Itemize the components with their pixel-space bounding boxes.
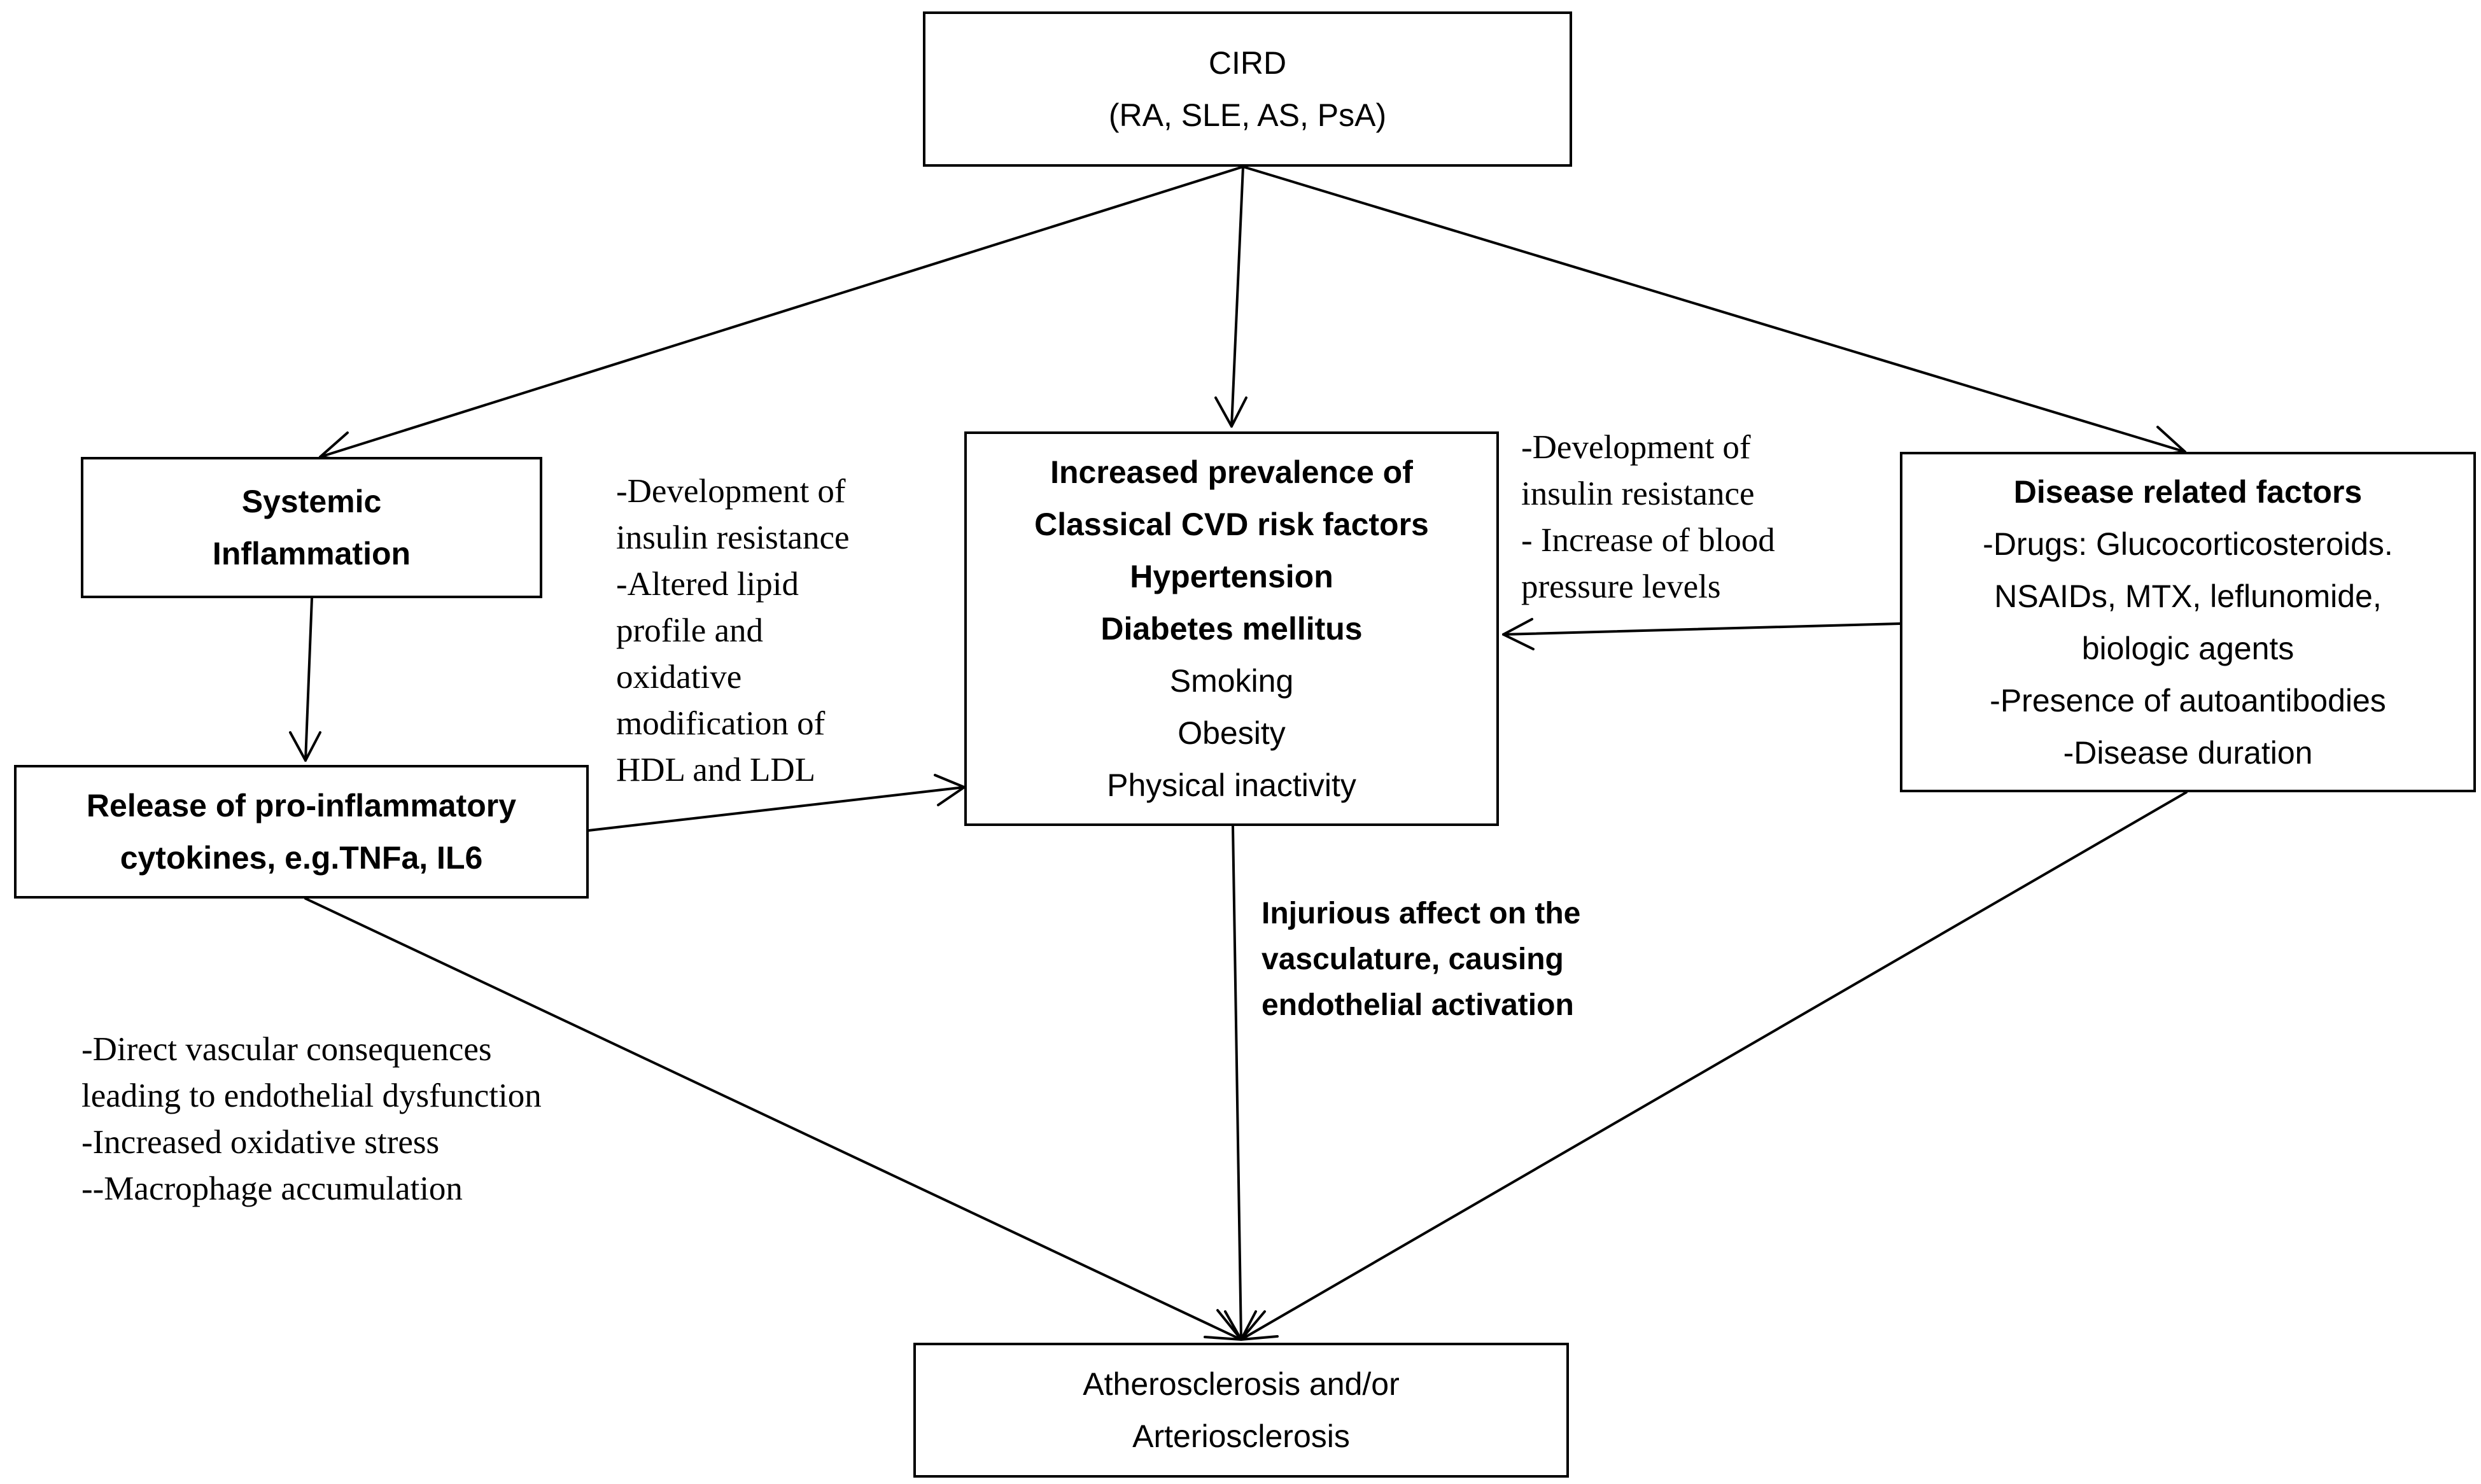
label-classical-to-athero: Injurious affect on the vasculature, cau… xyxy=(1262,891,1580,1028)
pro-inflammatory-cytokines-node: Release of pro-inflammatory cytokines, e… xyxy=(14,765,589,899)
classical-item-hypertension: Hypertension xyxy=(1130,559,1333,594)
cird-node: CIRD (RA, SLE, AS, PsA) xyxy=(923,11,1572,167)
label-line: -Direct vascular consequences xyxy=(81,1031,492,1068)
disease-item-drugs: -Drugs: Glucocorticosteroids. xyxy=(1983,526,2393,562)
disease-related-factors-node: Disease related factors -Drugs: Glucocor… xyxy=(1900,452,2476,792)
athero-line-2: Arteriosclerosis xyxy=(1132,1418,1350,1454)
atherosclerosis-node: Atherosclerosis and/or Arteriosclerosis xyxy=(913,1343,1569,1478)
cird-diseases: (RA, SLE, AS, PsA) xyxy=(1108,97,1387,133)
label-line: endothelial activation xyxy=(1262,988,1574,1022)
label-line: HDL and LDL xyxy=(616,752,816,788)
label-line: insulin resistance xyxy=(1521,475,1755,512)
arrow-cird-to-systemic xyxy=(319,165,1244,463)
label-line: -Increased oxidative stress xyxy=(81,1124,440,1161)
classical-item-smoking: Smoking xyxy=(1169,663,1294,699)
label-line: leading to endothelial dysfunction xyxy=(81,1077,542,1114)
cytokines-line-2: cytokines, e.g.TNFa, IL6 xyxy=(120,840,483,876)
label-line: - Increase of blood xyxy=(1521,522,1775,559)
disease-title: Disease related factors xyxy=(2013,473,2363,510)
arrow-cird-to-disease xyxy=(1242,165,2186,457)
arrow-classical-to-athero xyxy=(1224,825,1257,1341)
label-line: pressure levels xyxy=(1521,568,1721,605)
label-line: -Altered lipid xyxy=(616,566,799,603)
disease-item-drug-list: NSAIDs, MTX, leflunomide, xyxy=(1994,578,2382,614)
disease-item-duration: -Disease duration xyxy=(2063,734,2313,771)
systemic-inflammation-node: Systemic Inflammation xyxy=(81,457,542,598)
cird-title: CIRD xyxy=(1208,45,1287,81)
arrow-disease-to-athero xyxy=(1240,791,2188,1341)
athero-line-1: Atherosclerosis and/or xyxy=(1083,1366,1400,1402)
label-line: insulin resistance xyxy=(616,519,850,556)
label-line: oxidative xyxy=(616,659,742,696)
classical-cvd-risk-factors-node: Increased prevalence of Classical CVD ri… xyxy=(964,431,1499,826)
classical-title-line-1: Increased prevalence of xyxy=(1050,454,1413,490)
label-line: --Macrophage accumulation xyxy=(81,1170,463,1207)
label-disease-to-classical: -Development of insulin resistance - Inc… xyxy=(1521,424,1775,610)
label-cytokines-to-classical: -Development of insulin resistance -Alte… xyxy=(616,468,850,794)
label-line: vasculature, causing xyxy=(1262,942,1564,976)
systemic-label-line-1: Systemic xyxy=(241,484,382,519)
label-line: -Development of xyxy=(616,473,846,510)
classical-title-line-2: Classical CVD risk factors xyxy=(1034,507,1429,542)
label-line: Injurious affect on the xyxy=(1262,897,1581,930)
cytokines-line-1: Release of pro-inflammatory xyxy=(86,788,517,823)
arrow-systemic-to-cytokines xyxy=(289,597,321,762)
label-line: -Development of xyxy=(1521,429,1751,466)
label-cytokines-to-athero: -Direct vascular consequences leading to… xyxy=(81,1026,542,1212)
arrow-cird-to-classical xyxy=(1214,165,1248,428)
disease-item-autoantibodies: -Presence of autoantibodies xyxy=(1990,682,2386,718)
classical-item-diabetes: Diabetes mellitus xyxy=(1100,611,1363,647)
arrow-disease-to-classical xyxy=(1502,618,1901,650)
classical-item-obesity: Obesity xyxy=(1177,715,1286,751)
classical-item-physical-inactivity: Physical inactivity xyxy=(1107,767,1356,803)
systemic-label-line-2: Inflammation xyxy=(212,536,411,571)
label-line: profile and xyxy=(616,612,764,649)
disease-item-biologic: biologic agents xyxy=(2081,630,2295,666)
label-line: modification of xyxy=(616,705,826,742)
